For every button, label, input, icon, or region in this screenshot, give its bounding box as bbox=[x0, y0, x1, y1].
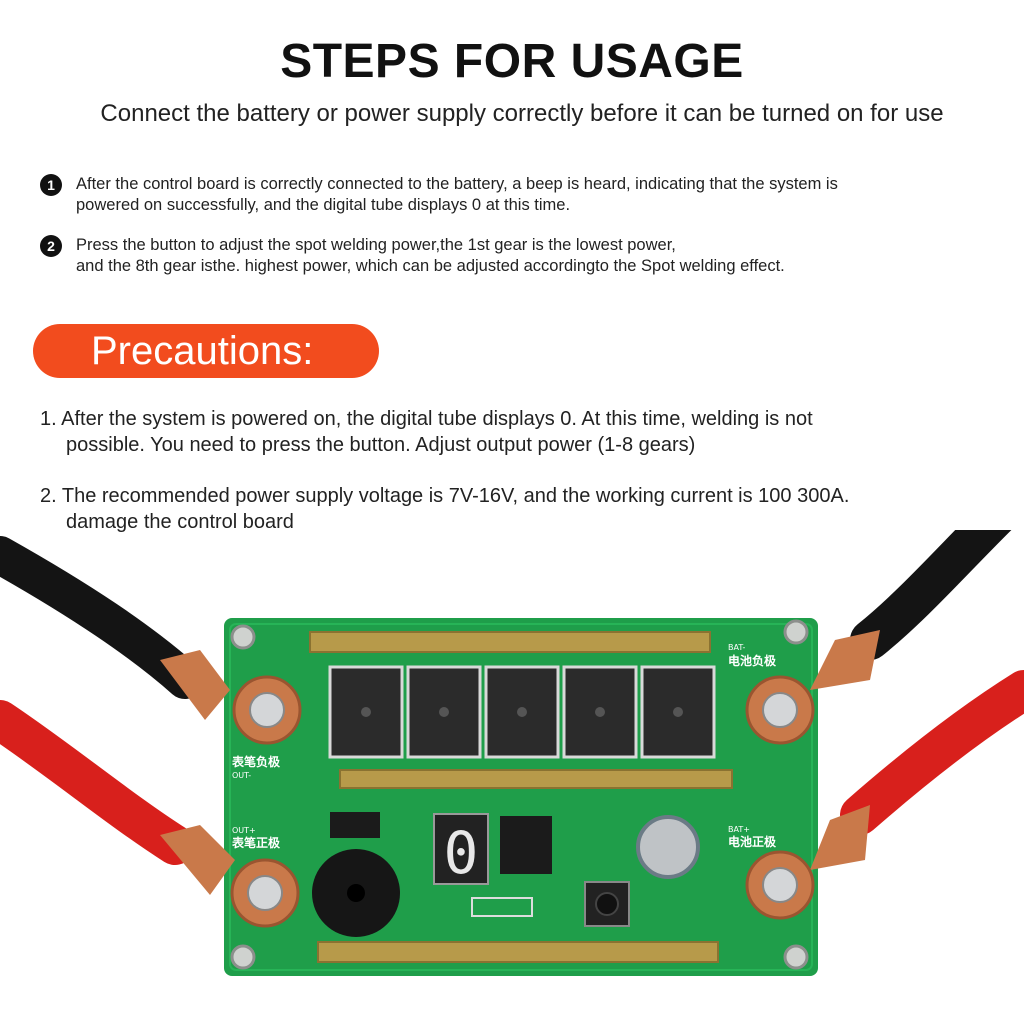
copper-lug-right-top bbox=[745, 630, 880, 745]
mount-hole bbox=[783, 944, 809, 970]
step-line: powered on successfully, and the digital… bbox=[76, 196, 571, 214]
mosfet-row bbox=[328, 665, 716, 759]
pcb-edge bbox=[229, 623, 813, 971]
bus-bar-middle bbox=[339, 769, 733, 789]
copper-lug-left-bottom bbox=[160, 825, 300, 928]
pin-header bbox=[471, 897, 533, 917]
mount-hole bbox=[230, 624, 256, 650]
step-text: Press the button to adjust the spot weld… bbox=[76, 235, 996, 277]
precaution-line: 2. The recommended power supply voltage … bbox=[40, 485, 850, 507]
precautions-heading-text: Precautions: bbox=[91, 329, 314, 373]
label-out-minus-cn: 表笔负极 bbox=[231, 754, 281, 769]
buzzer-hole bbox=[347, 884, 365, 902]
label-out-plus: OUT+ bbox=[232, 826, 256, 835]
step-line: and the 8th gear isthe. highest power, w… bbox=[76, 257, 785, 275]
step-number-badge: 1 bbox=[40, 174, 62, 196]
precaution-line: 1. After the system is powered on, the d… bbox=[40, 408, 813, 430]
label-bat-minus: BAT- bbox=[728, 643, 745, 652]
label-bat-plus-cn: 电池正极 bbox=[728, 834, 777, 849]
label-bat-minus-cn: 电池负极 bbox=[728, 653, 777, 668]
precautions-heading: Precautions: bbox=[33, 324, 379, 378]
mount-hole bbox=[783, 619, 809, 645]
bus-bar-bottom bbox=[317, 941, 719, 963]
step-text: After the control board is correctly con… bbox=[76, 174, 996, 216]
page-title: STEPS FOR USAGE bbox=[280, 35, 744, 88]
digital-tube-digit: 0 bbox=[444, 819, 479, 887]
black-wire-left bbox=[0, 536, 204, 699]
page-subtitle: Connect the battery or power supply corr… bbox=[100, 100, 944, 127]
bus-bar-top bbox=[309, 631, 711, 653]
precaution-item-2: 2. The recommended power supply voltage … bbox=[40, 483, 1000, 535]
capacitor bbox=[636, 815, 700, 879]
step-number-badge: 2 bbox=[40, 235, 62, 257]
copper-lug-left-top bbox=[160, 650, 302, 745]
precaution-line: damage the control board bbox=[66, 511, 294, 533]
label-bat-plus: BAT+ bbox=[728, 825, 750, 834]
label-out-plus-cn: 表笔正极 bbox=[231, 835, 281, 850]
step-line: Press the button to adjust the spot weld… bbox=[76, 236, 676, 254]
red-wire-left bbox=[0, 700, 195, 865]
button-cap bbox=[595, 892, 619, 916]
digital-tube bbox=[433, 813, 489, 885]
black-wire-right bbox=[850, 530, 1012, 660]
step-line: After the control board is correctly con… bbox=[76, 175, 838, 193]
precaution-line: possible. You need to press the button. … bbox=[66, 434, 696, 456]
mount-hole bbox=[230, 944, 256, 970]
precaution-item-1: 1. After the system is powered on, the d… bbox=[40, 406, 1000, 458]
label-out-minus: OUT- bbox=[232, 771, 251, 780]
spot-welder-board-illustration: 0 表笔负极 OUT- OUT+ 表笔正极 BAT- 电池负极 BAT+ 电池正… bbox=[0, 530, 1024, 976]
red-wire-right bbox=[840, 670, 1024, 835]
copper-lug-right-bottom bbox=[745, 805, 870, 920]
ic-chip-small bbox=[330, 812, 380, 838]
ic-chip bbox=[500, 816, 552, 874]
